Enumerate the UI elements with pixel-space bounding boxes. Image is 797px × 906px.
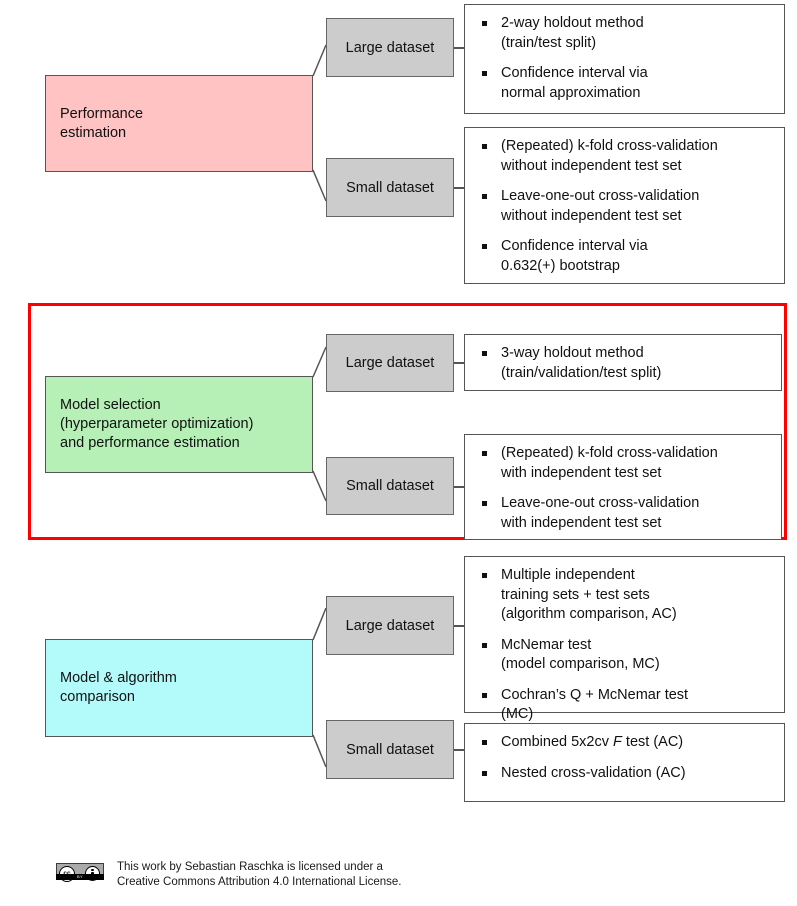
bullet-icon	[482, 351, 487, 356]
dataset-box-small-comparison[interactable]: Small dataset	[326, 720, 454, 779]
connector-small-to-methods-3	[454, 749, 465, 751]
method-item: Nested cross-validation (AC)	[477, 764, 774, 784]
method-text: (Repeated) k-fold cross-validation with …	[501, 445, 718, 481]
category-label: Model selection (hyperparameter optimiza…	[60, 397, 254, 451]
by-mark: BY	[77, 873, 83, 879]
method-list: Multiple independent training sets + tes…	[477, 566, 774, 725]
bullet-icon	[482, 740, 487, 745]
method-box-performance-large[interactable]: 2-way holdout method (train/test split) …	[464, 4, 785, 114]
bullet-icon	[482, 144, 487, 149]
bullet-icon	[482, 692, 487, 698]
dataset-label: Large dataset	[345, 39, 435, 56]
dataset-box-small-performance[interactable]: Small dataset	[326, 158, 454, 217]
method-box-modelselection-small[interactable]: (Repeated) k-fold cross-validation with …	[464, 434, 782, 540]
connector-large-to-methods-2	[454, 362, 465, 364]
license-footer: cc BY This work by Sebastian Raschka is …	[56, 860, 556, 890]
connector-comparison-large	[312, 607, 327, 641]
method-text: Confidence interval via 0.632(+) bootstr…	[501, 238, 648, 274]
connector-large-to-methods-1	[454, 47, 465, 49]
category-box-performance-estimation[interactable]: Performance estimation	[45, 75, 313, 172]
bullet-icon	[482, 451, 487, 456]
dataset-box-large-comparison[interactable]: Large dataset	[326, 596, 454, 655]
dataset-label: Small dataset	[346, 741, 434, 758]
connector-performance-small	[312, 169, 327, 202]
method-item: (Repeated) k-fold cross-validation with …	[477, 444, 771, 483]
dataset-box-large-performance[interactable]: Large dataset	[326, 18, 454, 77]
dataset-box-large-model-selection[interactable]: Large dataset	[326, 334, 454, 392]
method-item: Multiple independent training sets + tes…	[477, 566, 774, 625]
connector-modelselection-small	[312, 470, 327, 502]
creative-commons-by-icon[interactable]: cc BY	[56, 863, 104, 882]
method-item: (Repeated) k-fold cross-validation witho…	[477, 137, 774, 176]
dataset-label: Large dataset	[345, 355, 435, 371]
method-text: Leave-one-out cross-validation with inde…	[501, 495, 700, 531]
bullet-icon	[482, 573, 487, 578]
category-box-model-selection[interactable]: Model selection (hyperparameter optimiza…	[45, 376, 313, 473]
bullet-icon	[482, 21, 487, 26]
method-list: 2-way holdout method (train/test split) …	[477, 14, 774, 103]
method-box-performance-small[interactable]: (Repeated) k-fold cross-validation witho…	[464, 127, 785, 284]
method-list: Combined 5x2cv F test (AC) Nested cross-…	[477, 733, 774, 783]
method-list: 3-way holdout method (train/validation/t…	[477, 344, 771, 383]
category-label: Model & algorithm comparison	[60, 670, 177, 705]
method-item: Confidence interval via 0.632(+) bootstr…	[477, 237, 774, 276]
bullet-icon	[482, 642, 487, 648]
connector-small-to-methods-2	[454, 486, 465, 488]
dataset-box-small-model-selection[interactable]: Small dataset	[326, 457, 454, 515]
bullet-icon	[482, 194, 487, 199]
method-text: Leave-one-out cross-validation without i…	[501, 188, 700, 224]
method-text: (Repeated) k-fold cross-validation witho…	[501, 138, 718, 174]
category-label: Performance estimation	[60, 105, 144, 141]
connector-large-to-methods-3	[454, 625, 465, 627]
method-list: (Repeated) k-fold cross-validation with …	[477, 444, 771, 533]
dataset-label: Large dataset	[345, 617, 435, 634]
by-strip: BY	[56, 874, 104, 880]
bullet-icon	[482, 501, 487, 506]
method-text: 3-way holdout method (train/validation/t…	[501, 345, 662, 381]
method-item: 3-way holdout method (train/validation/t…	[477, 344, 771, 383]
method-text: Multiple independent training sets + tes…	[501, 567, 677, 622]
method-text: Nested cross-validation (AC)	[501, 764, 686, 781]
category-box-algorithm-comparison[interactable]: Model & algorithm comparison	[45, 639, 313, 737]
bullet-icon	[482, 770, 487, 776]
method-item: Leave-one-out cross-validation with inde…	[477, 494, 771, 533]
dataset-label: Small dataset	[346, 478, 434, 494]
method-item: McNemar test (model comparison, MC)	[477, 636, 774, 675]
connector-small-to-methods-1	[454, 187, 465, 189]
method-text: Cochran’s Q + McNemar test (MC)	[501, 686, 689, 723]
method-box-comparison-small[interactable]: Combined 5x2cv F test (AC) Nested cross-…	[464, 723, 785, 802]
connector-comparison-small	[312, 734, 327, 768]
person-head	[91, 869, 94, 872]
method-text: Combined 5x2cv F test (AC)	[501, 734, 684, 750]
method-text: 2-way holdout method (train/test split)	[501, 15, 644, 51]
method-box-modelselection-large[interactable]: 3-way holdout method (train/validation/t…	[464, 334, 782, 391]
method-item: Confidence interval via normal approxima…	[477, 64, 774, 103]
license-text: This work by Sebastian Raschka is licens…	[117, 861, 402, 888]
method-item: Leave-one-out cross-validation without i…	[477, 187, 774, 226]
bullet-icon	[482, 71, 487, 76]
bullet-icon	[482, 244, 487, 249]
method-text: Confidence interval via normal approxima…	[501, 65, 648, 101]
connector-performance-large	[312, 44, 327, 77]
dataset-label: Small dataset	[346, 179, 434, 196]
method-item: Combined 5x2cv F test (AC)	[477, 733, 774, 753]
method-item: Cochran’s Q + McNemar test (MC)	[477, 686, 774, 725]
method-box-comparison-large[interactable]: Multiple independent training sets + tes…	[464, 556, 785, 722]
method-list: (Repeated) k-fold cross-validation witho…	[477, 137, 774, 276]
method-item: 2-way holdout method (train/test split)	[477, 14, 774, 53]
connector-modelselection-large	[312, 346, 327, 378]
method-text: McNemar test (model comparison, MC)	[501, 636, 660, 673]
